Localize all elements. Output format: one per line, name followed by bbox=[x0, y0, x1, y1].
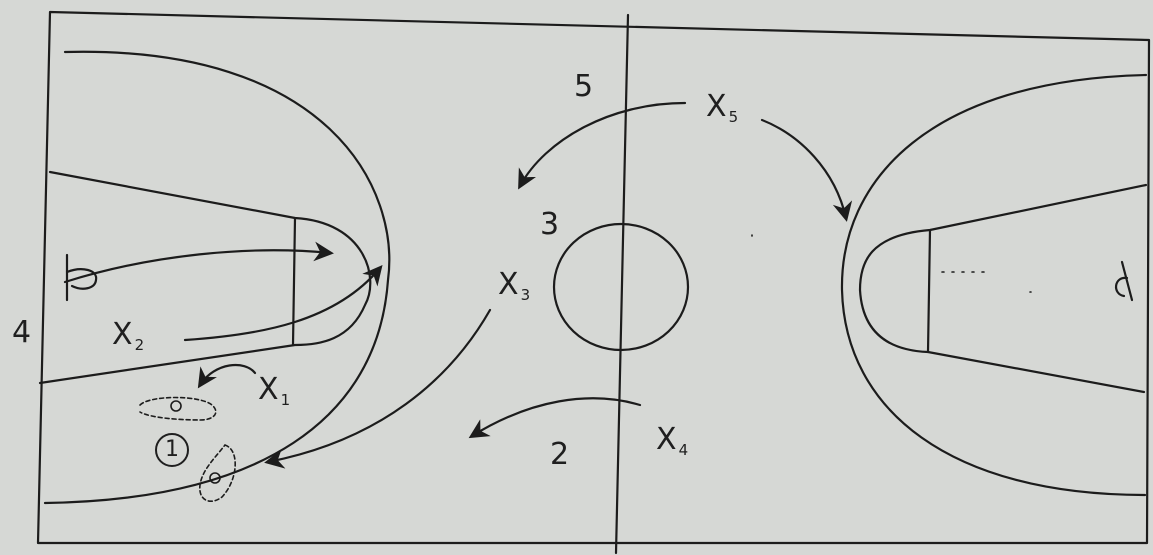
free-throw-line-right bbox=[926, 228, 932, 354]
three-point-arc-right bbox=[840, 73, 1148, 497]
screen-marker-1 bbox=[139, 396, 217, 421]
player-x1-letter: X bbox=[258, 372, 279, 407]
free-throw-line-left bbox=[291, 216, 297, 347]
half-court-line bbox=[614, 13, 630, 555]
player-x4-letter: X bbox=[656, 422, 677, 457]
rim-right bbox=[1115, 276, 1129, 298]
arrow-x5-to-5 bbox=[518, 101, 687, 190]
screen-marker-2-dot bbox=[209, 472, 221, 484]
arrow-x3-to-corner bbox=[264, 308, 492, 469]
player-x4-sub: 4 bbox=[678, 441, 689, 459]
screen-marker-1-dot bbox=[170, 400, 182, 412]
backboard-right bbox=[1120, 260, 1134, 302]
player-x2-sub: 2 bbox=[134, 336, 145, 354]
player-x1-sub: 1 bbox=[280, 391, 291, 409]
court-specks bbox=[751, 234, 1032, 293]
label-pos-2: 2 bbox=[550, 437, 570, 472]
screen-marker-2 bbox=[199, 444, 236, 502]
arrow-x2-to-elbow bbox=[183, 264, 383, 342]
arrow-x1 bbox=[197, 363, 257, 389]
player-x5-letter: X bbox=[706, 89, 727, 124]
center-circle bbox=[552, 222, 690, 352]
label-pos-3: 3 bbox=[540, 207, 560, 242]
arrow-4-to-ft-line bbox=[63, 241, 334, 284]
arrow-x5-wing bbox=[760, 118, 853, 222]
player-x3-sub: 3 bbox=[520, 286, 531, 304]
key-left bbox=[38, 170, 372, 385]
label-pos-4: 4 bbox=[12, 315, 32, 350]
label-pos-1-circle: 1 bbox=[155, 433, 189, 467]
player-x5-sub: 5 bbox=[728, 108, 739, 126]
key-right bbox=[858, 183, 1148, 394]
label-pos-5: 5 bbox=[574, 69, 594, 104]
player-x2-letter: X bbox=[112, 317, 133, 352]
rim-left bbox=[65, 268, 98, 290]
player-x3-letter: X bbox=[498, 267, 519, 302]
court-boundary bbox=[36, 10, 1151, 545]
arrow-x4-to-2 bbox=[468, 397, 642, 439]
label-pos-1: 1 bbox=[155, 432, 189, 467]
